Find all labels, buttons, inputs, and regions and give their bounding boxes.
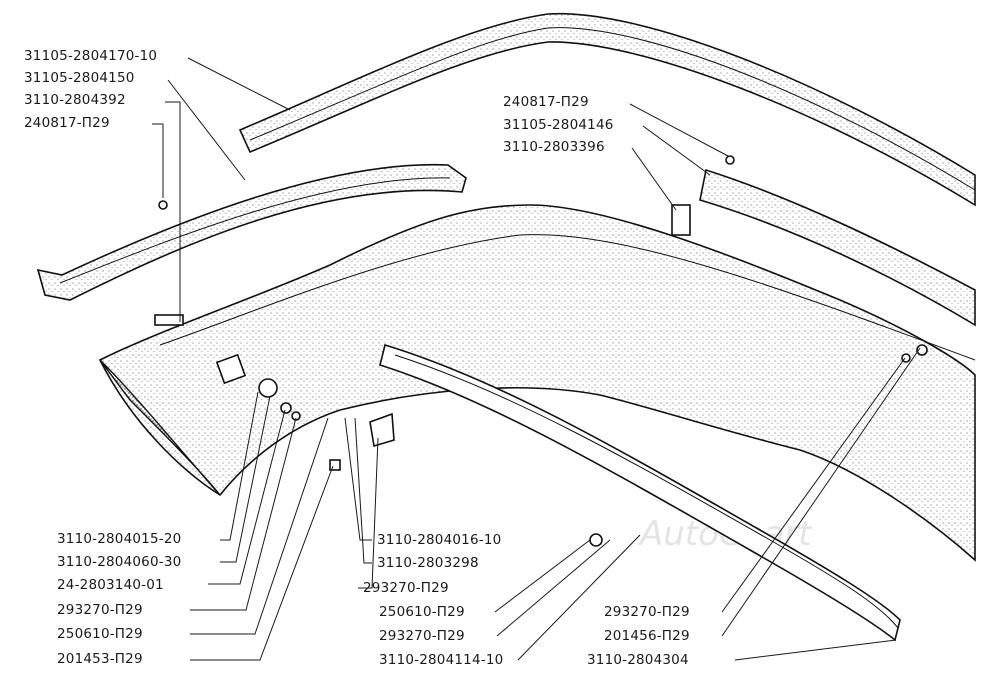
left-trim-strip xyxy=(36,163,467,301)
label-3110-2804015-20: 3110-2804015-20 xyxy=(57,531,181,547)
label-31105-2804150: 31105-2804150 xyxy=(24,70,135,86)
label-201456-p29: 201456-П29 xyxy=(604,628,690,644)
grommet-left xyxy=(258,378,278,398)
label-3110-2804392: 3110-2804392 xyxy=(24,92,126,108)
washer-right xyxy=(901,344,928,363)
nut-left xyxy=(291,411,301,421)
label-293270-p29-c: 293270-П29 xyxy=(379,628,465,644)
screw-left xyxy=(329,459,341,471)
label-24-2803140-01: 24-2803140-01 xyxy=(57,577,164,593)
clip-top-right xyxy=(671,204,691,236)
label-3110-2804304: 3110-2804304 xyxy=(587,652,689,668)
bracket-center xyxy=(369,412,395,448)
label-3110-2804016-10: 3110-2804016-10 xyxy=(377,532,501,548)
label-3110-2804060-30: 3110-2804060-30 xyxy=(57,554,181,570)
label-240817-p29-left: 240817-П29 xyxy=(24,115,110,131)
upper-trim-strip xyxy=(238,12,976,207)
label-250610-p29-b: 250610-П29 xyxy=(379,604,465,620)
label-31105-2804146: 31105-2804146 xyxy=(503,117,614,133)
right-trim-strip xyxy=(699,168,976,327)
label-250610-p29-a: 250610-П29 xyxy=(57,626,143,642)
leader-lines xyxy=(152,57,921,661)
label-201453-p29: 201453-П29 xyxy=(57,651,143,667)
label-293270-p29-a: 293270-П29 xyxy=(57,602,143,618)
clip-top-left xyxy=(154,314,184,326)
label-3110-2804114-10: 3110-2804114-10 xyxy=(379,652,503,668)
callout-labels: 31105-2804170-10 31105-2804150 3110-2804… xyxy=(24,48,690,668)
bracket-left xyxy=(215,353,247,385)
label-3110-2803298: 3110-2803298 xyxy=(377,555,479,571)
bolt-top-left xyxy=(158,200,168,210)
bumper-body xyxy=(98,204,976,562)
washer-left xyxy=(280,402,292,414)
label-240817-p29-right: 240817-П29 xyxy=(503,94,589,110)
nut-center xyxy=(589,533,603,547)
bolt-top-right xyxy=(725,155,735,165)
label-293270-p29-d: 293270-П29 xyxy=(604,604,690,620)
label-31105-2804170-10: 31105-2804170-10 xyxy=(24,48,157,64)
label-3110-2803396: 3110-2803396 xyxy=(503,139,605,155)
label-293270-p29-b: 293270-П29 xyxy=(363,580,449,596)
